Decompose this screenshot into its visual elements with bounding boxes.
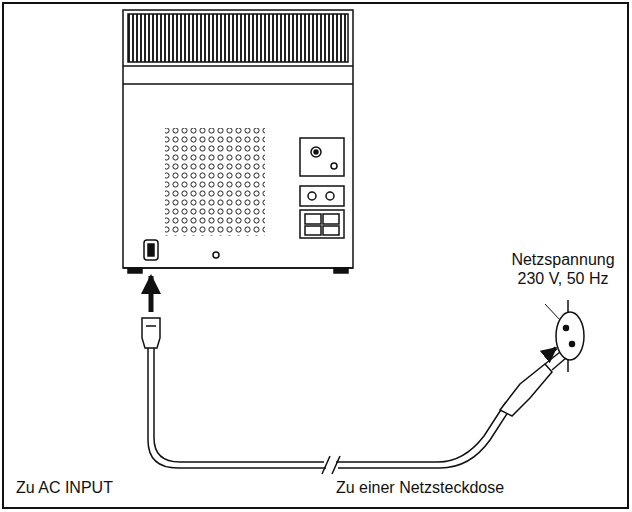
ac-input-label: Zu AC INPUT	[16, 478, 113, 497]
leader-line	[545, 304, 560, 320]
wall-socket	[556, 300, 584, 372]
frame	[3, 3, 628, 508]
outlet-label: Zu einer Netzsteckdose	[336, 478, 504, 497]
device-rear	[123, 10, 353, 273]
power-cord	[142, 276, 566, 474]
supply-voltage: Netzspannung 230 V, 50 Hz	[504, 250, 622, 288]
